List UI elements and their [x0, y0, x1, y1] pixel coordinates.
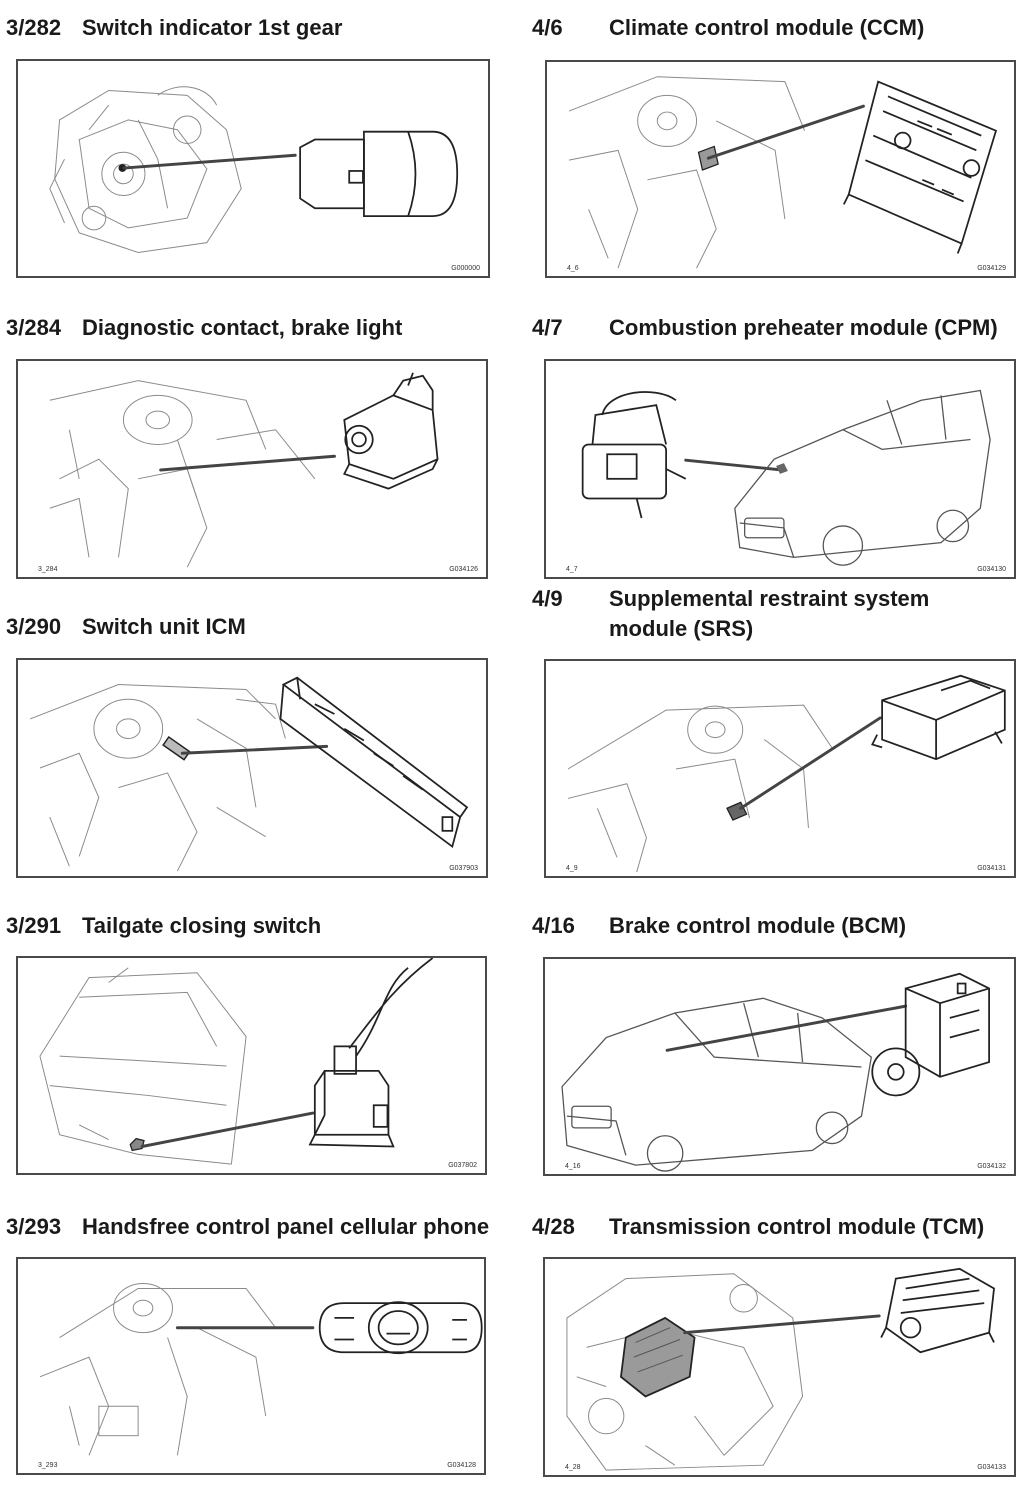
- figure-ref-right: G034128: [447, 1462, 476, 1469]
- component-title: Switch indicator 1st gear: [82, 15, 343, 40]
- heading-3-291: 3/291 Tailgate closing switch: [6, 911, 506, 941]
- figure-4-28: 4_28 G034133: [543, 1257, 1016, 1477]
- figure-4-9: 4_9 G034131: [544, 659, 1016, 878]
- figure-ref-right: G034130: [977, 566, 1006, 573]
- climate-module-dashboard-illustration: [568, 76, 998, 269]
- component-code: 4/9: [532, 586, 563, 611]
- brake-module-car-illustration: [561, 972, 990, 1172]
- figure-ref-left: 4_9: [566, 865, 578, 872]
- heading-3-290: 3/290 Switch unit ICM: [6, 612, 506, 642]
- component-title: Diagnostic contact, brake light: [82, 315, 403, 340]
- heading-4-16: 4/16 Brake control module (BCM): [532, 911, 1018, 941]
- figure-ref-right: G034133: [977, 1464, 1006, 1471]
- figure-ref-right: G034132: [977, 1163, 1006, 1170]
- component-code: 3/282: [6, 15, 62, 40]
- figure-4-16: 4_16 G034132: [543, 957, 1016, 1176]
- brake-light-switch-illustration: [49, 372, 439, 568]
- handsfree-panel-illustration: [39, 1283, 483, 1456]
- component-title: Climate control module (CCM): [609, 15, 925, 40]
- figure-3-290: G037903: [16, 658, 488, 878]
- figure-ref-right: G034129: [977, 265, 1006, 272]
- component-title: Switch unit ICM: [82, 614, 246, 639]
- component-code: 4/7: [532, 315, 563, 340]
- transmission-module-illustration: [566, 1267, 995, 1471]
- figure-ref-left: 4_7: [566, 566, 578, 573]
- component-title: Handsfree control panel cellular phone: [82, 1214, 490, 1239]
- figure-3-284: 3_284 G034126: [16, 359, 488, 579]
- heading-3-282: 3/282 Switch indicator 1st gear: [6, 13, 506, 43]
- component-code: 3/293: [6, 1214, 62, 1239]
- preheater-car-illustration: [581, 389, 991, 566]
- figure-3-293: 3_293 G034128: [16, 1257, 486, 1475]
- component-title: Supplemental restraint system module (SR…: [609, 586, 930, 641]
- heading-4-6: 4/6 Climate control module (CCM): [532, 13, 1018, 43]
- heading-4-9: 4/9 Supplemental restraint system module…: [532, 584, 1018, 646]
- component-code: 4/6: [532, 15, 563, 40]
- component-title: Combustion preheater module (CPM): [609, 315, 998, 340]
- figure-ref-right: G000000: [451, 265, 480, 272]
- component-title: Brake control module (BCM): [609, 913, 907, 938]
- figure-ref-right: G034131: [977, 865, 1006, 872]
- figure-4-6: 4_6 G034129: [545, 60, 1016, 278]
- tailgate-switch-illustration: [39, 958, 434, 1165]
- heading-3-284: 3/284 Diagnostic contact, brake light: [6, 313, 506, 343]
- component-title: Tailgate closing switch: [82, 913, 322, 938]
- figure-ref-right: G037903: [449, 865, 478, 872]
- switch-unit-dashboard-illustration: [29, 676, 469, 872]
- gear-switch-engine-illustration: [49, 86, 459, 253]
- component-title: Transmission control module (TCM): [609, 1214, 985, 1239]
- figure-4-7: 4_7 G034130: [544, 359, 1016, 579]
- figure-ref-right: G037802: [448, 1162, 477, 1169]
- component-code: 3/291: [6, 913, 62, 938]
- figure-3-291: G037802: [16, 956, 487, 1175]
- component-code: 3/290: [6, 614, 62, 639]
- figure-ref-left: 3_293: [38, 1462, 58, 1469]
- figure-3-282: G000000: [16, 59, 490, 278]
- component-code: 4/16: [532, 913, 575, 938]
- component-code: 3/284: [6, 315, 62, 340]
- figure-ref-right: G034126: [449, 566, 478, 573]
- figure-ref-left: 4_6: [567, 265, 579, 272]
- heading-4-7: 4/7 Combustion preheater module (CPM): [532, 313, 1018, 343]
- component-code: 4/28: [532, 1214, 575, 1239]
- figure-ref-left: 4_28: [565, 1464, 581, 1471]
- figure-ref-left: 3_284: [38, 566, 58, 573]
- heading-3-293: 3/293 Handsfree control panel cellular p…: [6, 1212, 506, 1242]
- heading-4-28: 4/28 Transmission control module (TCM): [532, 1212, 1018, 1242]
- figure-ref-left: 4_16: [565, 1163, 581, 1170]
- srs-module-interior-illustration: [567, 674, 1006, 873]
